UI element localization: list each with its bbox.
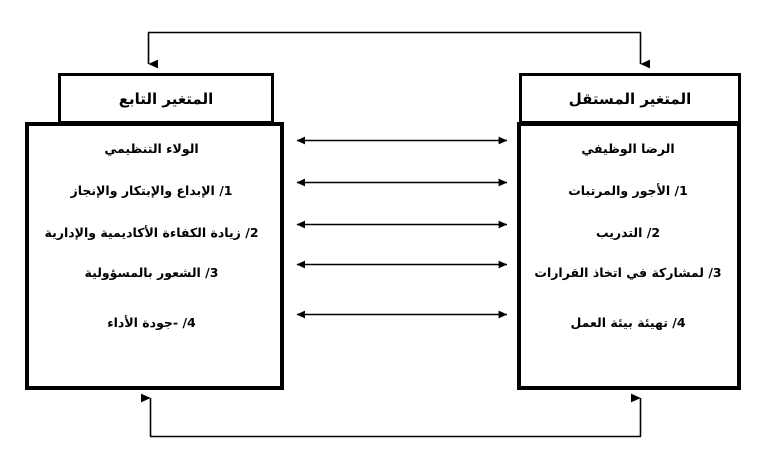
- independent-item-1: 1/ الأجور والمرتبات: [568, 183, 688, 198]
- independent-variable-header-box: المتغير المستقل: [519, 73, 741, 124]
- cross-link-group: [296, 136, 508, 319]
- independent-lead-item: الرضا الوظيفي: [581, 141, 675, 156]
- bottom-feedback-connector: [141, 393, 642, 438]
- dependent-item-2: 2/ زيادة الكفاءة الأكاديمية والإدارية: [44, 225, 259, 240]
- dependent-variable-title: المتغير التابع: [118, 89, 214, 108]
- dependent-item-1: 1/ الإبداع والإبتكار والإنجاز: [70, 183, 233, 198]
- independent-variable-box: الرضا الوظيفي 1/ الأجور والمرتبات 2/ الت…: [517, 122, 741, 390]
- independent-variable-title: المتغير المستقل: [568, 89, 692, 108]
- dependent-lead-item: الولاء التنظيمي: [104, 141, 199, 156]
- independent-item-2: 2/ التدريب: [595, 225, 661, 240]
- top-feedback-connector: [147, 31, 650, 69]
- dependent-item-3: 3/ الشعور بالمسؤولية: [84, 265, 219, 280]
- dependent-variable-header-box: المتغير التابع: [58, 73, 274, 124]
- dependent-item-4: 4/ -جودة الأداء: [107, 315, 196, 330]
- independent-item-4: 4/ تهيئة بيئة العمل: [570, 315, 686, 330]
- dependent-variable-box: الولاء التنظيمي 1/ الإبداع والإبتكار وال…: [25, 122, 284, 390]
- independent-item-3: 3/ لمشاركة في اتخاذ القرارات: [534, 265, 722, 280]
